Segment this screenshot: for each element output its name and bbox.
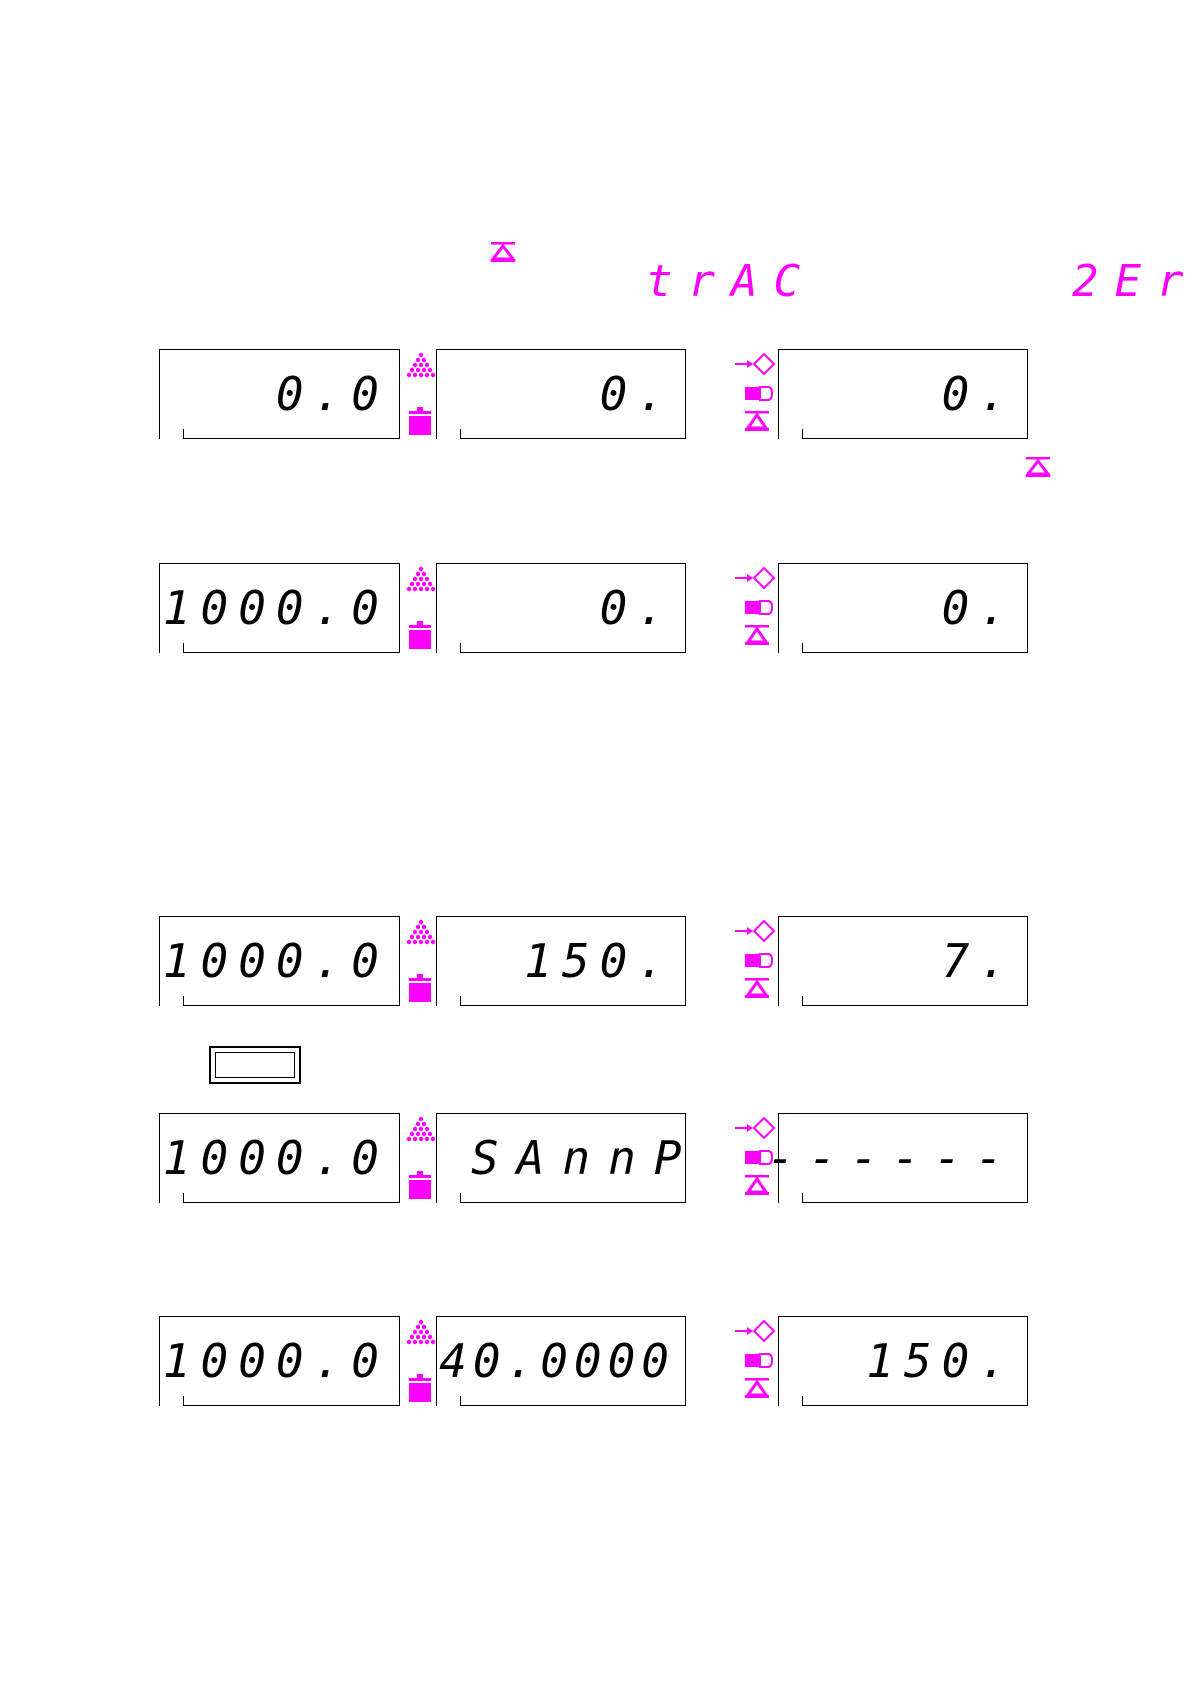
tare-container-icon: [745, 1150, 773, 1165]
count-indicator-column: [735, 1113, 776, 1203]
unit-weight-value: 0.: [599, 367, 675, 421]
unit-indicator-column: [403, 916, 437, 1006]
display-row-2: 1000.0 0.: [0, 563, 1190, 663]
unit-indicator-column: [403, 349, 437, 439]
count-value: 7.: [941, 934, 1017, 988]
count-display: ------: [767, 1113, 1028, 1203]
reference-arrow-diamond-icon: [735, 567, 776, 589]
unit-weight-display: 0.: [436, 563, 686, 653]
weight-display: 1000.0: [159, 563, 400, 653]
unit-indicator-column: [403, 1316, 437, 1406]
count-display: 150.: [778, 1316, 1028, 1406]
count-display: 0.: [778, 349, 1028, 439]
tare-container-icon: [745, 600, 773, 615]
weight-display: 0.0: [159, 349, 400, 439]
key-button[interactable]: [209, 1046, 301, 1084]
tare-container-icon: [745, 953, 773, 968]
weight-value: 1000.0: [162, 581, 389, 635]
piece-pile-icon: [406, 352, 436, 378]
weight-icon: [409, 974, 431, 1002]
unit-weight-display: 0.: [436, 349, 686, 439]
reference-arrow-diamond-icon: [735, 1117, 776, 1139]
unit-weight-display: 150.: [436, 916, 686, 1006]
weight-value: 1000.0: [162, 1334, 389, 1388]
stable-triangle-icon: [745, 978, 769, 998]
zero-code: 2Er: [1072, 256, 1190, 307]
weight-display: 1000.0: [159, 1113, 400, 1203]
reference-arrow-diamond-icon: [735, 920, 776, 942]
weight-value: 0.0: [275, 367, 389, 421]
unit-indicator-column: [403, 563, 437, 653]
stable-triangle-icon: [745, 625, 769, 645]
weight-icon: [409, 1171, 431, 1199]
unit-indicator-column: [403, 1113, 437, 1203]
stable-indicator-icon: [1025, 457, 1051, 477]
unit-weight-display: 40.0000: [436, 1316, 686, 1406]
count-value: ------: [766, 1131, 1017, 1185]
count-indicator-column: [735, 563, 776, 653]
unit-weight-display: SAnnP: [436, 1113, 686, 1203]
piece-pile-icon: [406, 566, 436, 592]
stable-triangle-icon: [745, 1378, 769, 1398]
reference-arrow-diamond-icon: [735, 1320, 776, 1342]
count-value: 0.: [941, 581, 1017, 635]
stable-triangle-icon: [745, 1175, 769, 1195]
weight-value: 1000.0: [162, 934, 389, 988]
weight-display: 1000.0: [159, 1316, 400, 1406]
track-code: trAC: [646, 256, 816, 307]
piece-pile-icon: [406, 1116, 436, 1142]
piece-pile-icon: [406, 1319, 436, 1345]
count-value: 150.: [866, 1334, 1017, 1388]
weight-icon: [409, 407, 431, 435]
count-value: 0.: [941, 367, 1017, 421]
count-indicator-column: [735, 349, 776, 439]
reference-arrow-diamond-icon: [735, 353, 776, 375]
weight-icon: [409, 621, 431, 649]
display-row-1: 0.0 0.: [0, 349, 1190, 449]
display-row-4: 1000.0 SAnnP: [0, 1113, 1190, 1213]
count-indicator-column: [735, 1316, 776, 1406]
unit-weight-value: 0.: [599, 581, 675, 635]
tare-container-icon: [745, 386, 773, 401]
count-display: 7.: [778, 916, 1028, 1006]
weight-display: 1000.0: [159, 916, 400, 1006]
stable-indicator-icon: [490, 242, 516, 262]
tare-container-icon: [745, 1353, 773, 1368]
unit-weight-value: SAnnP: [471, 1131, 700, 1185]
count-indicator-column: [735, 916, 776, 1006]
unit-weight-value: 40.0000: [439, 1334, 675, 1388]
count-display: 0.: [778, 563, 1028, 653]
stable-triangle-icon: [745, 411, 769, 431]
weight-value: 1000.0: [162, 1131, 389, 1185]
piece-pile-icon: [406, 919, 436, 945]
display-row-3: 1000.0 150.: [0, 916, 1190, 1016]
weight-icon: [409, 1374, 431, 1402]
display-row-5: 1000.0 40.0000: [0, 1316, 1190, 1416]
unit-weight-value: 150.: [524, 934, 675, 988]
